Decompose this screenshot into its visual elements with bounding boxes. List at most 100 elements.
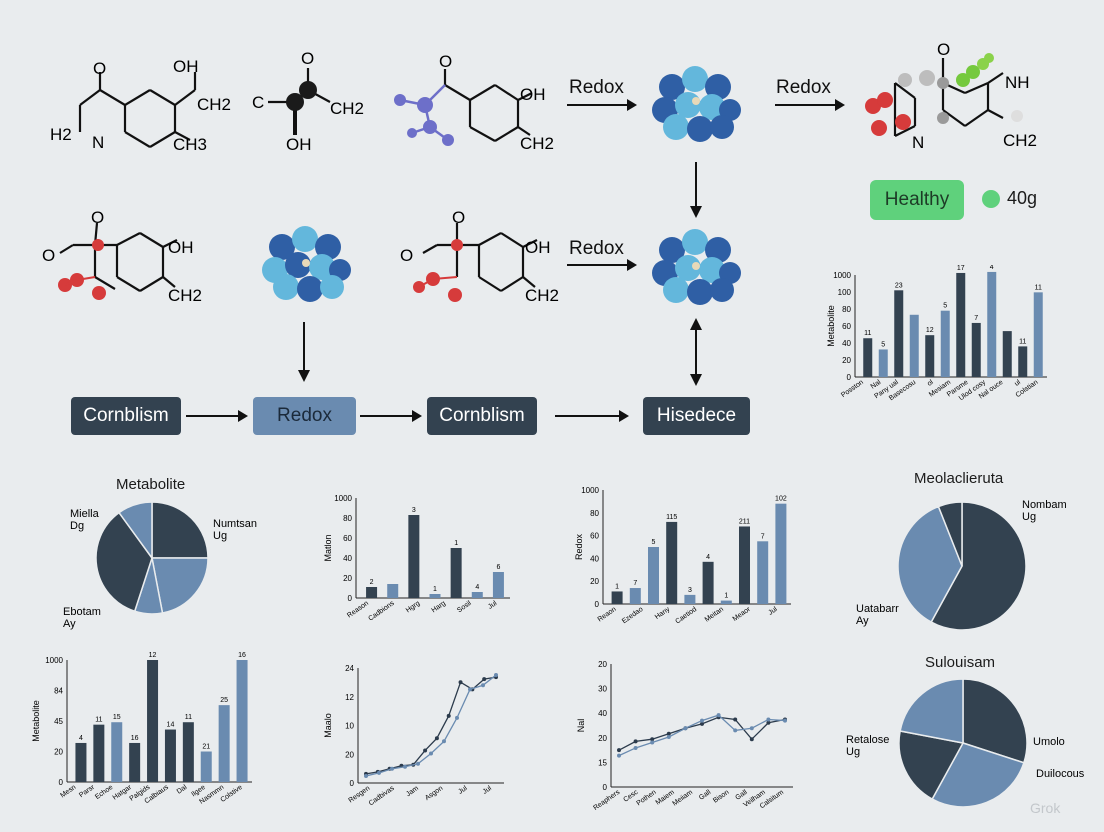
molecule-5: O O OH CH2 bbox=[42, 208, 202, 305]
arrow-down-1 bbox=[690, 162, 702, 218]
flow-arrow-1 bbox=[186, 410, 248, 422]
pie-slice bbox=[118, 501, 153, 561]
bar-value-label: 1 bbox=[454, 540, 458, 547]
bar-value-label: 3 bbox=[688, 587, 692, 594]
bar-value-label: 14 bbox=[167, 722, 175, 729]
y-tick-label: 20 bbox=[842, 356, 851, 365]
bar bbox=[757, 541, 769, 604]
bar bbox=[878, 349, 888, 377]
x-tick-label: Jul bbox=[482, 785, 494, 796]
bar bbox=[492, 572, 504, 598]
atom-o: O bbox=[93, 59, 106, 78]
bar bbox=[720, 600, 732, 604]
atom-cluster-1 bbox=[652, 66, 741, 142]
y-tick-label: 20 bbox=[598, 734, 607, 743]
y-tick-label: 40 bbox=[590, 554, 599, 563]
data-point bbox=[700, 718, 704, 723]
pie-slice bbox=[962, 678, 1028, 764]
data-point bbox=[650, 740, 655, 745]
x-tick-label: Meaor bbox=[732, 606, 753, 623]
bar-value-label: 3 bbox=[412, 507, 416, 514]
bar-value-label: 11 bbox=[864, 330, 871, 337]
data-point bbox=[468, 687, 472, 692]
bar bbox=[218, 705, 230, 782]
x-tick-label: Harg bbox=[431, 600, 448, 614]
atom-ch2: CH2 bbox=[520, 134, 554, 153]
bar-value-label: 115 bbox=[666, 514, 677, 521]
y-tick-label: 40 bbox=[343, 554, 352, 563]
y-tick-label: 40 bbox=[598, 709, 607, 718]
y-tick-label: 60 bbox=[343, 534, 352, 543]
arrow-label-redox-2: Redox bbox=[776, 77, 831, 98]
bar-value-label: 4 bbox=[990, 265, 994, 271]
data-point bbox=[434, 736, 439, 741]
atom-o: O bbox=[42, 246, 55, 265]
bar bbox=[956, 272, 966, 377]
x-tick-label: Gall bbox=[698, 789, 713, 802]
x-tick-label: Ezedao bbox=[621, 606, 645, 625]
bar bbox=[1033, 292, 1043, 377]
bar bbox=[611, 591, 623, 604]
y-tick-label: 0 bbox=[59, 778, 64, 787]
data-point bbox=[666, 735, 671, 739]
bar bbox=[471, 592, 483, 598]
flow-arrow-2 bbox=[360, 410, 422, 422]
bar-value-label: 15 bbox=[113, 714, 121, 721]
bar bbox=[1018, 346, 1028, 377]
atom-ch2: CH2 bbox=[330, 99, 364, 118]
data-point bbox=[733, 717, 738, 722]
x-tick-label: Reaon bbox=[597, 606, 618, 624]
y-tick-label: 20 bbox=[54, 748, 63, 757]
x-tick-label: Pothen bbox=[635, 789, 657, 808]
x-tick-label: Cadbions bbox=[367, 600, 396, 623]
bar-value-label: 5 bbox=[881, 341, 885, 348]
data-point bbox=[458, 680, 463, 685]
y-tick-label: 1000 bbox=[581, 486, 599, 495]
pie-title-meolaclieruta: Meolaclieruta bbox=[914, 470, 1004, 487]
data-point bbox=[390, 766, 394, 771]
y-tick-label: 0 bbox=[350, 779, 355, 788]
atom-oh: OH bbox=[173, 57, 199, 76]
pie-slice bbox=[151, 501, 209, 559]
bar bbox=[684, 594, 696, 604]
atom-o: O bbox=[439, 55, 452, 71]
bar bbox=[93, 724, 105, 782]
atom-ch2: CH2 bbox=[168, 286, 202, 305]
molecule-2: C O CH2 OH bbox=[252, 50, 364, 154]
series-line bbox=[365, 674, 497, 777]
atom-o: O bbox=[452, 208, 465, 227]
bar-value-label: 11 bbox=[1035, 284, 1042, 291]
x-tick-label: Hgrg bbox=[405, 600, 422, 614]
bar bbox=[366, 587, 378, 598]
molecule-3: O OH CH2 bbox=[394, 55, 554, 153]
atom-oh: OH bbox=[520, 85, 546, 104]
bar bbox=[164, 729, 176, 782]
bar-value-label: 16 bbox=[238, 652, 246, 659]
atom-o: O bbox=[400, 246, 413, 265]
bar-value-label: 1 bbox=[724, 593, 728, 600]
y-tick-label: 15 bbox=[598, 758, 607, 767]
atom-ch2: CH2 bbox=[197, 95, 231, 114]
data-point bbox=[617, 748, 621, 753]
bar bbox=[702, 561, 714, 604]
x-tick-label: Jul bbox=[767, 606, 779, 617]
atom-cluster-2 bbox=[262, 226, 351, 302]
bar bbox=[75, 742, 87, 782]
data-point bbox=[455, 715, 459, 720]
y-axis-label: Metabolite bbox=[31, 700, 41, 742]
pie-slice bbox=[899, 678, 964, 744]
x-tick-label: Reaphers bbox=[592, 789, 621, 812]
arrow-double bbox=[690, 318, 702, 386]
data-point bbox=[442, 739, 446, 744]
atom-cluster-3 bbox=[652, 229, 741, 305]
atom-o: O bbox=[91, 208, 104, 227]
y-tick-label: 0 bbox=[847, 373, 852, 382]
y-tick-label: 1000 bbox=[833, 271, 851, 280]
bar-value-label: 12 bbox=[149, 652, 157, 659]
